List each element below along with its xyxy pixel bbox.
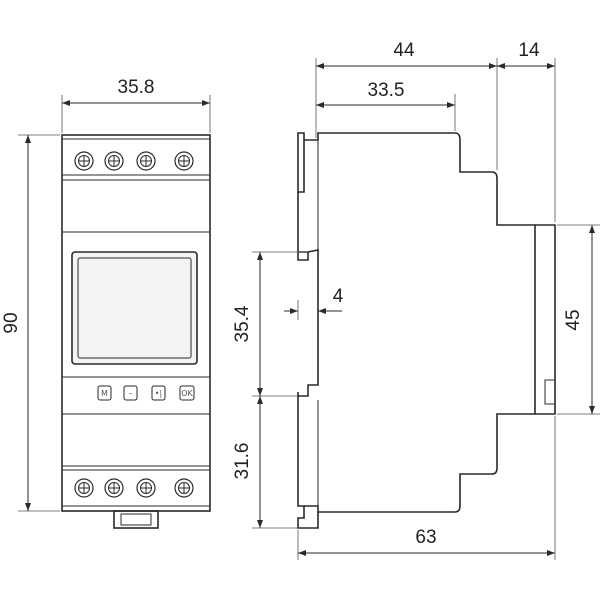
gap-4-label: 4 [333, 286, 344, 307]
ok-button[interactable]: OK [179, 385, 195, 401]
set-icon: •| [155, 389, 162, 398]
screw-terminal-icon [104, 151, 124, 171]
minus-icon: – [129, 389, 133, 398]
ok-icon: OK [181, 389, 193, 398]
lcd-display [71, 251, 198, 365]
step-14-dimension: 14 [497, 40, 556, 222]
mode-icon: M [101, 389, 108, 398]
depth-33.5-label: 33.5 [368, 80, 405, 101]
step-14-label: 14 [518, 40, 540, 61]
depth-44-dimension: 44 [315, 40, 498, 170]
side-latch [544, 379, 556, 405]
screw-terminal-icon [136, 478, 156, 498]
screw-terminal-icon [74, 478, 94, 498]
front-button-row: M – •| OK [97, 385, 195, 401]
depth-63-label: 63 [415, 527, 436, 548]
screw-terminal-icon [104, 478, 124, 498]
screw-terminal-icon [174, 478, 194, 498]
top-terminal-row [74, 151, 194, 171]
mode-button[interactable]: M [97, 385, 112, 401]
height-45-dimension: 45 [557, 224, 600, 415]
rail-31.6-dimension: 31.6 [232, 396, 298, 529]
rail-35.4-dimension: 35.4 [232, 251, 308, 397]
bottom-terminal-row [74, 478, 194, 498]
depth-44-label: 44 [393, 40, 415, 61]
rail-35.4-label: 35.4 [232, 305, 253, 342]
rail-31.6-label: 31.6 [232, 443, 253, 480]
din-clip [113, 510, 159, 529]
set-button[interactable]: •| [151, 385, 166, 401]
front-width-dimension: 35.8 [61, 77, 211, 133]
depth-63-dimension: 63 [297, 416, 556, 560]
depth-33.5-dimension: 33.5 [316, 80, 456, 131]
screw-terminal-icon [174, 151, 194, 171]
height-45-label: 45 [563, 309, 584, 330]
screw-terminal-icon [74, 151, 94, 171]
front-height-label: 90 [1, 312, 22, 333]
front-view: M – •| OK [1, 77, 211, 529]
screw-terminal-icon [136, 151, 156, 171]
minus-button[interactable]: – [123, 385, 138, 401]
side-housing [297, 132, 305, 193]
gap-4-dimension: 4 [284, 286, 344, 320]
front-height-dimension: 90 [1, 134, 60, 512]
front-width-label: 35.8 [118, 77, 155, 98]
side-view: 44 14 33.5 45 [232, 40, 600, 560]
